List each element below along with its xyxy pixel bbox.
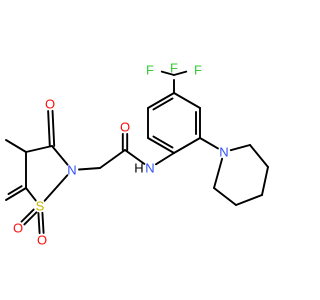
bond-pip [213,187,237,206]
bond-benzo [5,187,27,201]
atom-o-keto: O [45,97,55,112]
bond-keto [51,109,56,147]
bond-ring-inner [152,135,174,149]
bond-namide-co [124,149,146,165]
bond-ch2-n [78,167,101,171]
bond-pip [229,144,251,152]
molecule-structure: F F F O N H O N S O O N [5,61,269,248]
atom-labels: F F F O N H O N S O O N [13,61,229,248]
bond-ring [173,92,201,109]
bond-pip [249,144,269,168]
structure-canvas: F F F O N H O N S O O N [5,61,269,248]
bond-n-s [43,174,69,202]
bond-ring [173,137,201,154]
bond-ring [147,92,175,109]
atom-o-sulfonyl: O [13,221,23,236]
bond-c-npip [199,137,219,150]
bond-cf [160,70,175,76]
atom-o-amide: O [120,120,130,135]
bond-benzo-inner [7,185,23,196]
atom-f: F [194,63,202,78]
bond-ring [147,137,175,154]
atom-n-amide: N [145,161,154,176]
atom-s: S [36,199,45,214]
bond-so [41,211,45,234]
bond-so [23,211,38,226]
atom-f: F [146,63,154,78]
bond-ck-ar [25,145,53,153]
bond-n-ck [51,145,69,166]
bond-c-namide [154,152,175,166]
bond-pip [235,194,263,206]
bond-s-ar [25,187,37,202]
atom-o-sulfonyl: O [37,233,47,248]
bond-so [37,212,41,235]
bonds [5,70,269,235]
atom-h-amide: H [134,161,143,176]
bond-keto [47,110,51,148]
bond-pip [213,157,224,189]
bond-pip [261,166,269,196]
bond-c-ch2 [99,149,126,169]
bond-so [20,208,35,223]
atom-n-ring: N [67,163,76,178]
bond-cf [173,70,188,76]
bond-benzo [5,139,27,153]
bond-ring-inner [152,97,174,111]
atom-f: F [170,61,178,76]
atom-n-piperidine: N [219,145,228,160]
